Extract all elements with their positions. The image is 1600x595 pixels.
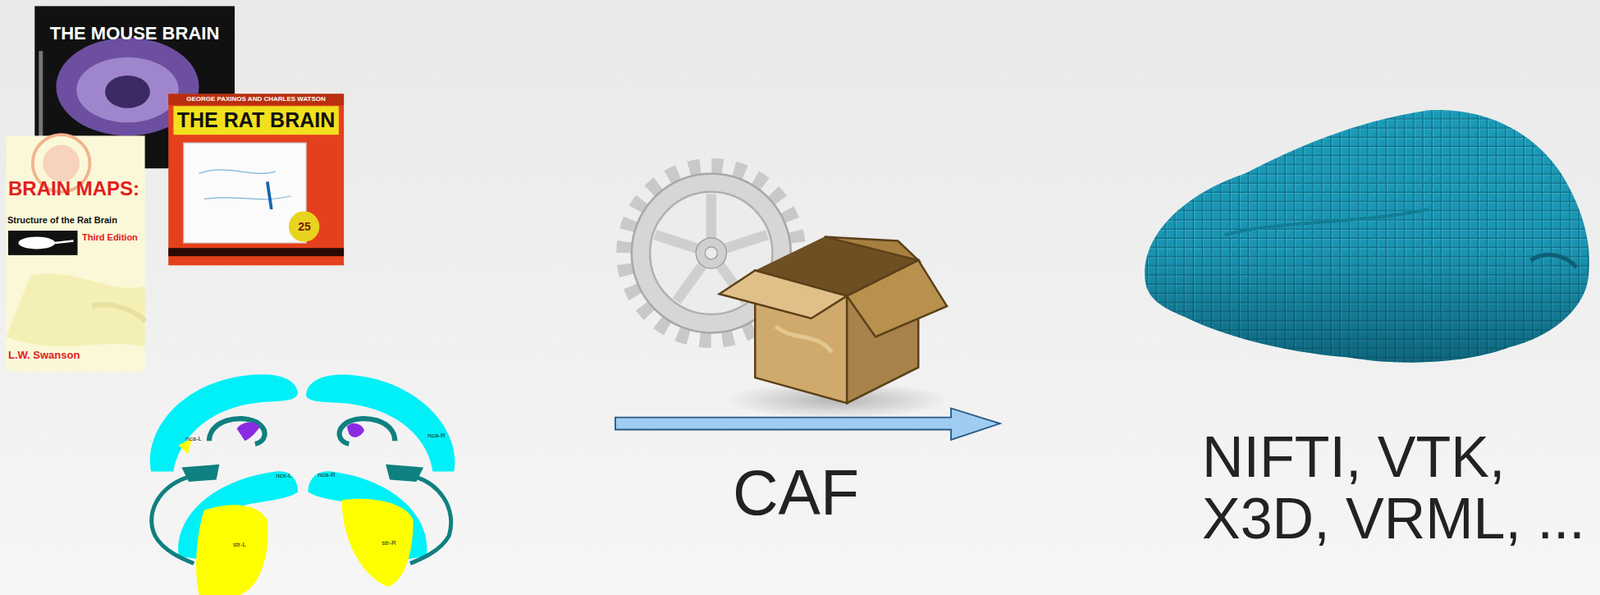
book-cover: THE MOUSE BRAIN [34,5,235,169]
badge [288,210,320,242]
rat-silhouette [18,237,55,250]
region [237,422,261,442]
region [209,418,266,444]
box-icon [719,237,950,419]
gear-axle [704,246,718,260]
cover-figure [183,142,307,243]
book-cover: GEORGE PAXINOS AND CHARLES WATSON THE RAT… [168,93,344,266]
cover-shape [5,273,145,348]
cover-text: THE MOUSE BRAIN [34,23,235,44]
box-flap [824,237,919,261]
cover-background [5,135,145,371]
rat-tail [54,240,74,243]
cover-text: Third Edition [82,232,146,243]
region [196,504,268,595]
region-label: nca-R [310,471,343,480]
bottom-bar [168,247,344,256]
cover-background [168,93,344,266]
region-label: str-L [223,541,256,549]
cover-text: GEORGE PAXINOS AND CHARLES WATSON [168,96,344,104]
flow-arrow [615,407,1001,440]
cover-figure-mark [267,181,272,210]
region-label: ncx-L [267,472,301,480]
cover-text: BRAIN MAPS: [8,178,146,200]
process-label: CAF [672,457,919,528]
box-flap [719,270,847,319]
brain-image [76,57,179,124]
cover-text: 25 [288,210,320,243]
region [339,418,396,444]
voxel-detail [1530,254,1577,267]
rat-brain-cover [168,93,344,266]
format-list: NIFTI, VTK, X3D, VRML, ... [1202,426,1600,550]
voxel-shade [1144,109,1590,363]
arrow-shape [615,407,1001,440]
cover-text: Structure of the Rat Brain [7,214,146,225]
voxel-surface [1144,109,1590,363]
region [342,498,414,587]
box-highlight [775,326,832,352]
rat-bar [8,230,78,256]
region-label: nca-L [177,435,211,444]
cover-text: L.W. Swanson [8,349,140,362]
region [306,374,455,471]
brain-maps-cover [5,134,145,372]
author-strip [168,93,344,106]
region [181,464,220,482]
voxel-brain [1144,109,1590,363]
region [150,374,298,471]
brain-image [105,75,151,109]
region [151,474,200,563]
region-label: nca-R [420,432,453,440]
region-label: str-R [372,539,406,548]
voxel-detail [1224,209,1429,235]
gear-hub [695,237,727,269]
cover-shape [91,304,146,321]
book-cover: BRAIN MAPS: Structure of the Rat BrainThi… [5,135,146,372]
region [385,464,424,482]
region [347,423,365,438]
brain-slice [150,374,456,595]
cover-arc [42,145,80,183]
cover-text: THE RAT BRAIN [168,109,344,133]
cover-figure-lines [199,169,292,200]
box-flap [846,260,947,337]
